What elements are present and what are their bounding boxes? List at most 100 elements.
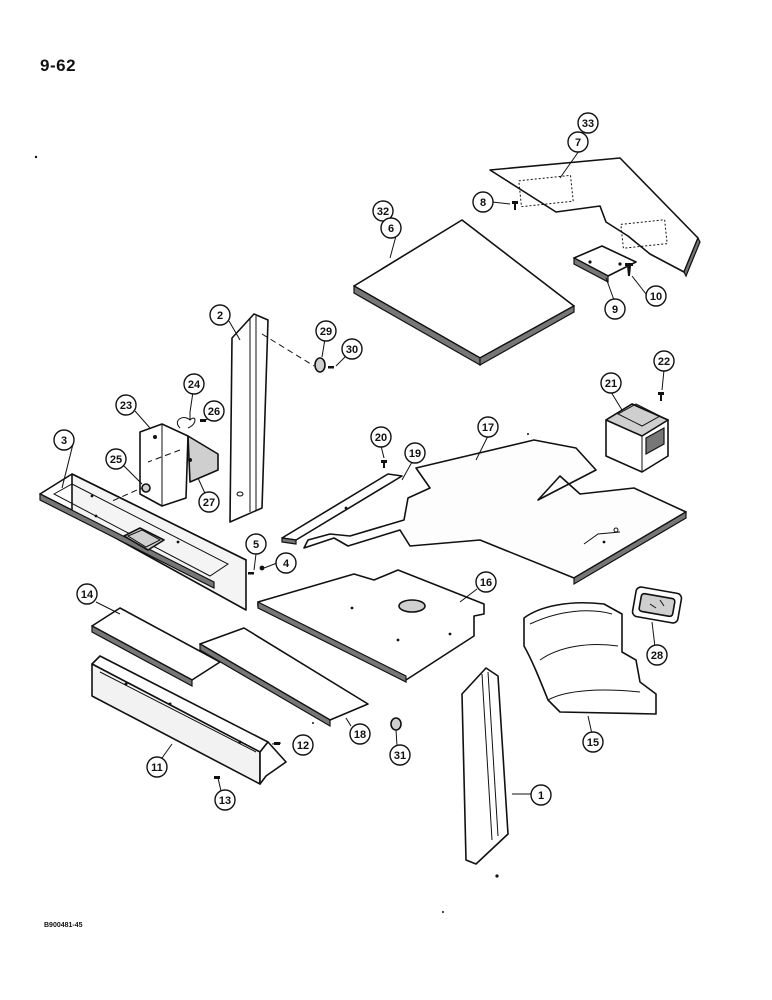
- stray-mark: [442, 911, 444, 913]
- callout-20: 20: [370, 426, 392, 448]
- assembly-line-dashed: [109, 485, 147, 503]
- mat-cutout-dotted: [518, 174, 574, 208]
- part-large-floor-panel: [353, 219, 575, 367]
- callout-11: 11: [146, 756, 168, 778]
- part-main-floor-plate: [303, 439, 687, 586]
- part-box-screw: [658, 392, 664, 401]
- svg-text:1: 1: [538, 790, 544, 802]
- part-plug: [141, 483, 151, 493]
- part-strip-screw: [381, 460, 387, 468]
- part-console-screw: [248, 572, 254, 575]
- svg-text:7: 7: [575, 137, 581, 149]
- part-floor-trim-strip: [281, 473, 403, 545]
- callout-12: 12: [292, 734, 314, 756]
- part-console-washer: [259, 565, 265, 571]
- callout-22: 22: [653, 350, 675, 372]
- svg-text:6: 6: [388, 223, 394, 235]
- stray-mark: [527, 433, 529, 435]
- part-long-floor-mat: [199, 627, 369, 728]
- svg-text:15: 15: [587, 737, 599, 749]
- callout-24: 24: [183, 373, 205, 395]
- svg-text:9: 9: [612, 304, 618, 316]
- callout-1: 1: [530, 784, 552, 806]
- callout-18: 18: [349, 723, 371, 745]
- callout-2: 2: [209, 304, 231, 326]
- callout-26: 26: [203, 400, 225, 422]
- svg-text:21: 21: [605, 378, 617, 390]
- callout-13: 13: [214, 789, 236, 811]
- assembly-line-dashed: [147, 449, 181, 463]
- callout-5: 5: [245, 533, 267, 555]
- svg-text:12: 12: [297, 740, 309, 752]
- callout-8: 8: [472, 191, 494, 213]
- svg-text:8: 8: [480, 197, 486, 209]
- part-vertical-post-left: [229, 313, 269, 523]
- callout-9: 9: [604, 298, 626, 320]
- part-post-screw: [328, 366, 334, 369]
- svg-text:30: 30: [346, 344, 358, 356]
- svg-text:23: 23: [120, 400, 132, 412]
- svg-text:24: 24: [188, 379, 201, 391]
- callout-10: 10: [645, 285, 667, 307]
- part-grommet: [314, 357, 326, 373]
- svg-text:11: 11: [151, 762, 163, 774]
- stray-mark: [495, 874, 499, 878]
- svg-text:10: 10: [650, 291, 662, 303]
- svg-text:14: 14: [81, 589, 94, 601]
- svg-text:26: 26: [208, 406, 220, 418]
- callout-6: 6: [380, 217, 402, 239]
- callout-28: 28: [646, 644, 668, 666]
- part-step-channel: [91, 655, 287, 785]
- part-small-floor-mat: [91, 607, 221, 688]
- svg-text:20: 20: [375, 432, 387, 444]
- part-switch-bracket: [139, 423, 219, 507]
- svg-text:29: 29: [320, 326, 332, 338]
- callout-7: 7: [567, 131, 589, 153]
- stray-mark: [312, 722, 314, 724]
- svg-text:32: 32: [377, 206, 389, 218]
- part-channel-nut: [214, 776, 220, 779]
- part-control-box: [605, 403, 669, 473]
- assembly-line-dashed: [261, 333, 315, 367]
- callout-14: 14: [76, 583, 98, 605]
- svg-text:28: 28: [651, 650, 663, 662]
- callout-31: 31: [389, 744, 411, 766]
- svg-text:4: 4: [283, 558, 290, 570]
- svg-text:17: 17: [482, 422, 494, 434]
- part-upper-floor-mat: [489, 157, 701, 278]
- callout-33: 33: [577, 112, 599, 134]
- svg-text:5: 5: [253, 539, 259, 551]
- part-decal-plate: [631, 586, 683, 624]
- svg-text:22: 22: [658, 356, 670, 368]
- callout-27: 27: [198, 491, 220, 513]
- svg-text:27: 27: [203, 497, 215, 509]
- svg-text:16: 16: [480, 577, 492, 589]
- callout-16: 16: [475, 571, 497, 593]
- leader-lines: [61, 150, 665, 795]
- callout-29: 29: [315, 320, 337, 342]
- svg-text:2: 2: [217, 310, 223, 322]
- callout-21: 21: [600, 372, 622, 394]
- callout-25: 25: [105, 448, 127, 470]
- callout-19: 19: [404, 442, 426, 464]
- page-number: 9-62: [40, 56, 77, 75]
- svg-text:25: 25: [110, 454, 122, 466]
- svg-text:19: 19: [409, 448, 421, 460]
- stray-mark: [34, 155, 38, 159]
- part-mat-screw: [512, 201, 518, 210]
- part-curved-side-cover: [523, 601, 657, 715]
- svg-text:13: 13: [219, 795, 231, 807]
- callout-23: 23: [115, 394, 137, 416]
- part-center-floor-plate: [257, 569, 485, 683]
- part-bracket-screw: [625, 263, 633, 276]
- part-bracket-screw-small: [200, 419, 206, 422]
- callout-30: 30: [341, 338, 363, 360]
- figure-code: B900481-45: [44, 922, 83, 929]
- svg-text:33: 33: [582, 118, 594, 130]
- svg-text:3: 3: [61, 435, 67, 447]
- callout-3: 3: [53, 429, 75, 451]
- part-side-console-panel: [39, 473, 247, 611]
- svg-text:31: 31: [394, 750, 406, 762]
